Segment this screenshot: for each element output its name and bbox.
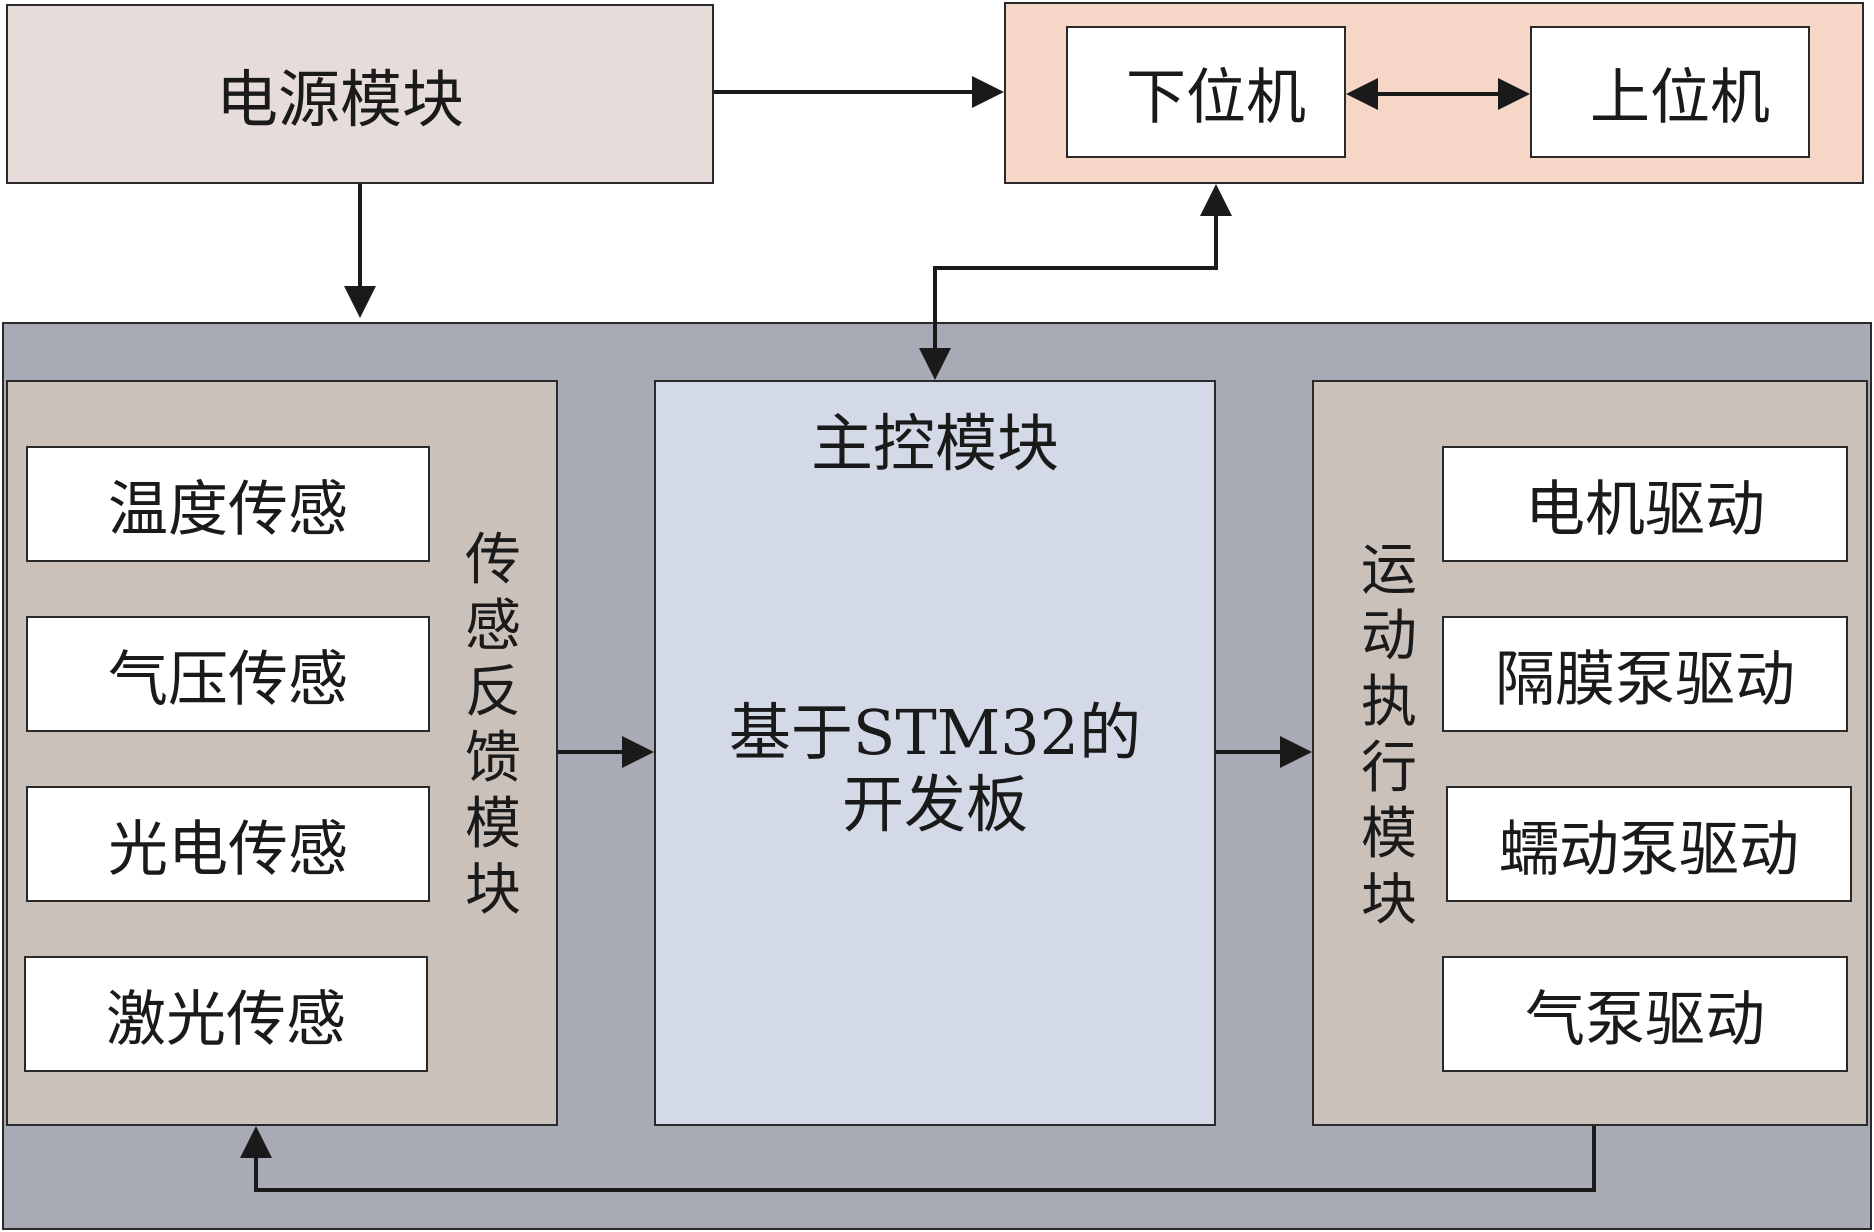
- lower-computer-label: 下位机: [1126, 62, 1306, 133]
- lower-computer-box: 下位机: [1066, 26, 1346, 158]
- sensor-item-label: 光电传感: [108, 814, 348, 885]
- sensor-item-label: 气压传感: [108, 644, 348, 715]
- sensor-feedback-module-title: 传 感 反 馈 模 块: [465, 528, 521, 923]
- arrow-main-to-host: [919, 184, 1232, 380]
- main-control-title: 主控模块: [810, 407, 1059, 480]
- sensor-item-pressure: 气压传感: [26, 616, 430, 732]
- motion-item-label: 隔膜泵驱动: [1495, 644, 1795, 715]
- power-module: 电源模块: [6, 4, 714, 184]
- motion-execution-module-title: 运 动 执 行 模 块: [1361, 538, 1417, 933]
- sensor-item-label: 激光传感: [106, 984, 346, 1055]
- motion-item-label: 气泵驱动: [1525, 984, 1765, 1055]
- sensor-item-photoelectric: 光电传感: [26, 786, 430, 902]
- main-control-module: [654, 380, 1216, 1126]
- motion-item-diaphragm-pump-driver: 隔膜泵驱动: [1442, 616, 1848, 732]
- sensor-item-label: 温度传感: [108, 474, 348, 545]
- sensor-item-temperature: 温度传感: [26, 446, 430, 562]
- motion-item-label: 电机驱动: [1525, 474, 1765, 545]
- upper-computer-box: 上位机: [1530, 26, 1810, 158]
- motion-item-peristaltic-pump-driver: 蠕动泵驱动: [1446, 786, 1852, 902]
- arrow-motion-to-sensor-loop: [240, 1126, 1596, 1192]
- motion-item-air-pump-driver: 气泵驱动: [1442, 956, 1848, 1072]
- sensor-item-laser: 激光传感: [24, 956, 428, 1072]
- motion-item-label: 蠕动泵驱动: [1499, 814, 1799, 885]
- main-control-board-line1: 基于STM32的: [728, 696, 1142, 769]
- upper-computer-label: 上位机: [1590, 62, 1770, 133]
- motion-item-motor-driver: 电机驱动: [1442, 446, 1848, 562]
- main-control-board-line2: 开发板: [841, 768, 1028, 841]
- power-module-label: 电源模块: [215, 63, 464, 136]
